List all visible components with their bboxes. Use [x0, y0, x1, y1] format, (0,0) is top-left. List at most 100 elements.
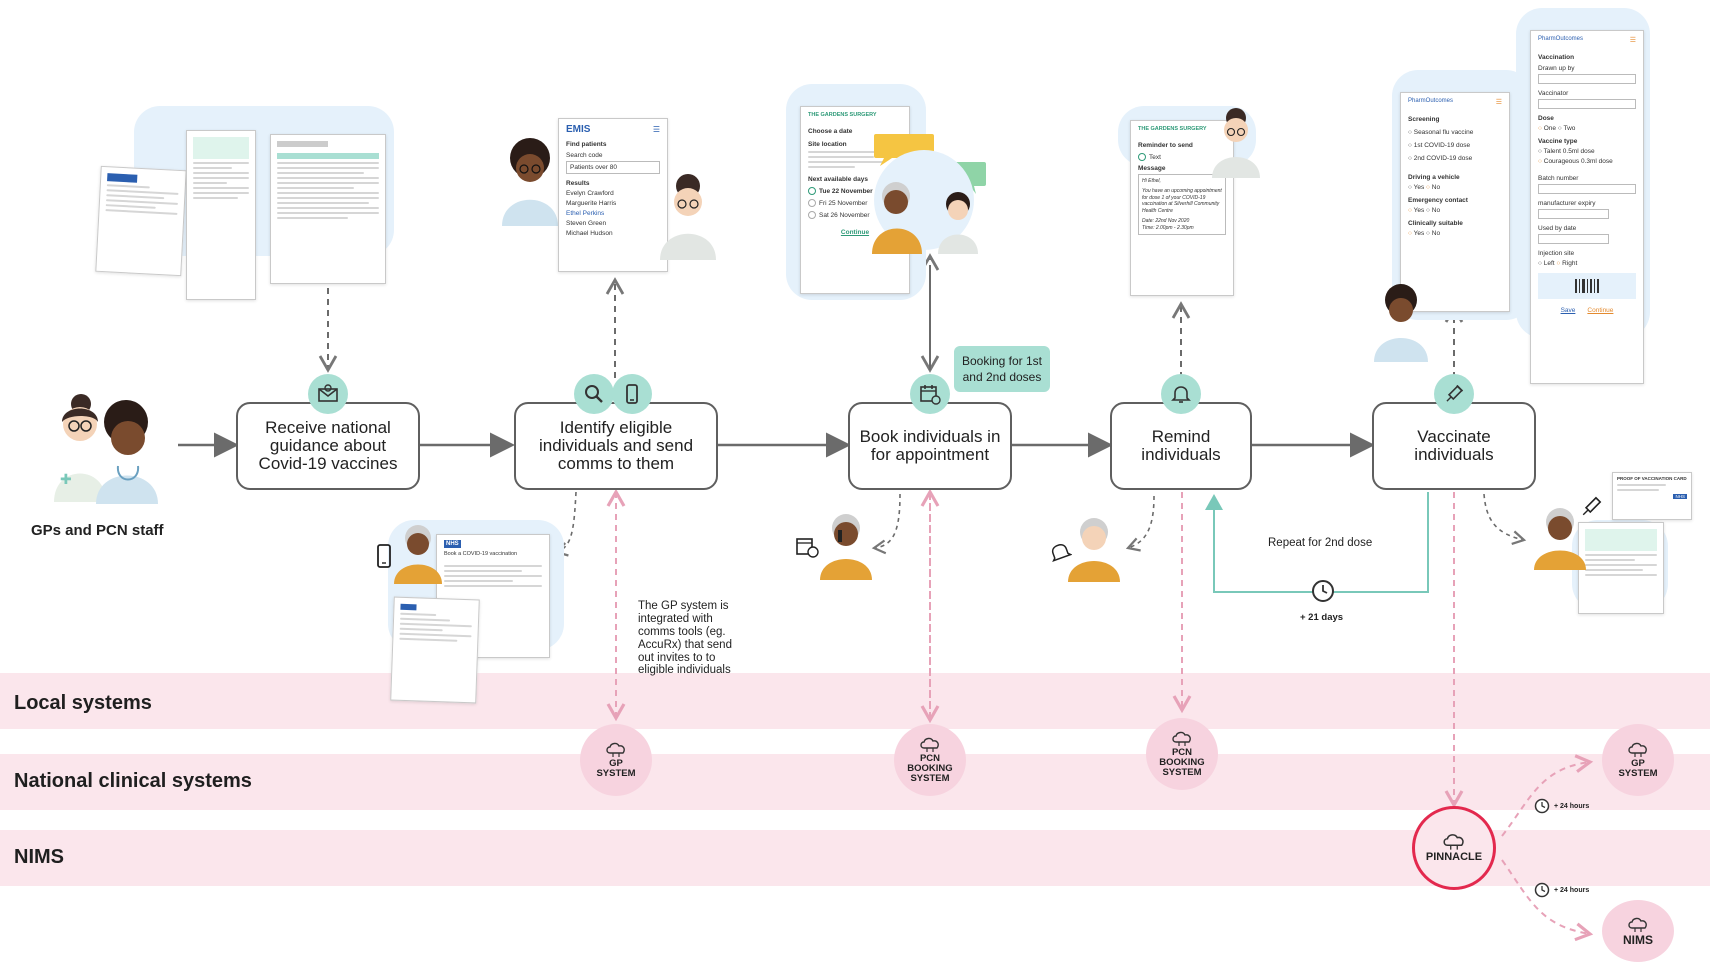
band-label-national: National clinical systems: [14, 770, 252, 792]
delay-to-gp-label: + 24 hours: [1554, 802, 1590, 810]
pcn-booking-label-2: PCN BOOKING SYSTEM: [1159, 747, 1205, 778]
phone-icon: [612, 374, 652, 414]
cloud-icon: [1628, 917, 1647, 932]
delay-to-nims: + 24 hours: [1534, 882, 1589, 898]
emis-result-row[interactable]: Marguerite Harris: [566, 200, 617, 207]
step-identify-individuals: Identify eligible individuals and send c…: [514, 402, 718, 490]
step-identify-individuals-label: Identify eligible individuals and send c…: [538, 418, 694, 473]
reminder-option[interactable]: Text: [1138, 153, 1226, 161]
pcn-booking-node-1: PCN BOOKING SYSTEM: [894, 724, 966, 796]
proof-badge: NHS: [1673, 494, 1687, 499]
booking-surgery: THE GARDENS SURGERY: [808, 112, 877, 118]
mobile-icon: [376, 544, 392, 573]
pharm-input[interactable]: [1538, 74, 1636, 84]
calendar-clock-icon: [796, 536, 820, 563]
nhs-leaflet: [390, 596, 480, 704]
pharm-type-option[interactable]: ○ Talent 0.5ml dose: [1538, 148, 1595, 155]
pharm-site-options[interactable]: ○ Left ○ Right: [1538, 260, 1578, 267]
pharm-field-label: Used by date: [1538, 225, 1577, 232]
pharm-option[interactable]: ○ 2nd COVID-19 dose: [1408, 155, 1473, 162]
emis-result-row[interactable]: Ethel Perkins: [566, 210, 605, 217]
reminder-surgery: THE GARDENS SURGERY: [1138, 126, 1207, 132]
booking-date-option[interactable]: Fri 25 November: [808, 199, 902, 207]
bell-icon: [1161, 374, 1201, 414]
step-remind-individuals-label: Remind individuals: [1141, 427, 1221, 464]
pharm-field-label: Drawn up by: [1538, 65, 1575, 72]
reminder-title: Reminder to send: [1138, 142, 1193, 149]
pharm-field-label: Dose: [1538, 115, 1554, 122]
pinnacle-node: PINNACLE: [1412, 806, 1496, 890]
gp-system-node: GP SYSTEM: [580, 724, 652, 796]
reminder-message-box[interactable]: Hi Ethel, You have an upcoming appointme…: [1138, 174, 1226, 236]
nhs-letter-title: Book a COVID-19 vaccination: [444, 551, 518, 557]
step-vaccinate-individuals: Vaccinate individuals: [1372, 402, 1536, 490]
gp-system-label: GP SYSTEM: [596, 758, 636, 779]
staff-figure-reminder: [1208, 106, 1264, 183]
barcode-icon[interactable]: [1538, 273, 1636, 299]
cloud-icon: [1628, 742, 1647, 758]
pharm-question: Driving a vehicle: [1408, 174, 1460, 181]
cloud-icon: [1172, 731, 1191, 747]
clock-icon: [1310, 578, 1336, 609]
proof-title: PROOF OF VACCINATION CARD: [1617, 476, 1687, 481]
pharm-field-label: Vaccine type: [1538, 138, 1578, 145]
emis-search-label: Search code: [566, 152, 603, 159]
clock-icon: [1534, 882, 1550, 898]
band-local-systems: [0, 673, 1710, 729]
pharm-brand: PharmOutcomes: [1538, 36, 1584, 42]
emis-result-row[interactable]: Evelyn Crawford: [566, 190, 614, 197]
calendar-icon: [910, 374, 950, 414]
menu-icon[interactable]: ☰: [652, 125, 660, 134]
pharm-option[interactable]: ○ Seasonal flu vaccine: [1408, 129, 1474, 136]
reminder-message-label: Message: [1138, 165, 1166, 172]
bell-ring-icon: [1048, 540, 1073, 569]
booking-date-option[interactable]: Sat 26 November: [808, 211, 902, 219]
pharm-save-link[interactable]: Save: [1560, 307, 1576, 314]
pharm-continue-link[interactable]: Continue: [1587, 307, 1614, 314]
staff-figure-vaccinator: [1372, 282, 1430, 367]
menu-icon[interactable]: ☰: [1495, 99, 1502, 106]
delay-to-gp: + 24 hours: [1534, 798, 1589, 814]
step-remind-individuals: Remind individuals: [1110, 402, 1252, 490]
clock-icon: [1534, 798, 1550, 814]
booking-site-label: Site location: [808, 141, 847, 148]
band-label-nims: NIMS: [14, 846, 64, 868]
svg-text:✚: ✚: [60, 471, 72, 487]
step-book-appointment: Book individuals in for appointment: [848, 402, 1012, 490]
booking-date-option[interactable]: Tue 22 November: [808, 187, 902, 195]
phone-call-circle: [866, 148, 996, 263]
menu-icon[interactable]: ☰: [1629, 37, 1636, 44]
guidance-document: [270, 134, 386, 284]
pharm-input[interactable]: [1538, 184, 1636, 194]
booking-title: Choose a date: [808, 128, 853, 135]
booking-continue-link[interactable]: Continue: [840, 229, 870, 236]
pharm-dose-options[interactable]: ○ One ○ Two: [1538, 125, 1576, 132]
delay-to-nims-label: + 24 hours: [1554, 886, 1590, 894]
pharm-yes-no[interactable]: ○ Yes ○ No: [1408, 184, 1441, 191]
cloud-icon: [606, 742, 625, 758]
pharm-yes-no[interactable]: ○ Yes ○ No: [1408, 207, 1441, 214]
cloud-icon: [1443, 834, 1464, 850]
patient-figure-booking: [818, 510, 874, 585]
step-book-appointment-label: Book individuals in for appointment: [859, 427, 1001, 464]
gp-system-right-label: GP SYSTEM: [1618, 758, 1658, 779]
emis-result-row[interactable]: Steven Green: [566, 220, 607, 227]
pharm-option[interactable]: ○ 1st COVID-19 dose: [1408, 142, 1471, 149]
search-icon: [574, 374, 614, 414]
gp-system-node-right: GP SYSTEM: [1602, 724, 1674, 796]
emis-search-field[interactable]: Patients over 80: [566, 161, 660, 174]
pharm-input[interactable]: [1538, 99, 1636, 109]
pharm-input[interactable]: [1538, 209, 1609, 219]
pharm-yes-no[interactable]: ○ Yes ○ No: [1408, 230, 1441, 237]
pinnacle-label: PINNACLE: [1425, 851, 1483, 864]
pharm-field-label: Injection site: [1538, 250, 1575, 257]
step-receive-guidance: Receive national guidance about Covid-19…: [236, 402, 420, 490]
emis-result-row[interactable]: Michael Hudson: [566, 230, 613, 237]
nhs-badge: NHS: [444, 540, 461, 548]
emis-title: Find patients: [566, 141, 607, 148]
emis-patient-search: EMIS ☰ Find patients Search code Patient…: [558, 118, 668, 272]
pharm-type-option[interactable]: ○ Courageous 0.3ml dose: [1538, 158, 1613, 165]
proof-of-vaccination-card: PROOF OF VACCINATION CARD NHS: [1612, 472, 1692, 520]
guidance-leaflet-left: [95, 165, 187, 277]
pharm-input[interactable]: [1538, 234, 1609, 244]
